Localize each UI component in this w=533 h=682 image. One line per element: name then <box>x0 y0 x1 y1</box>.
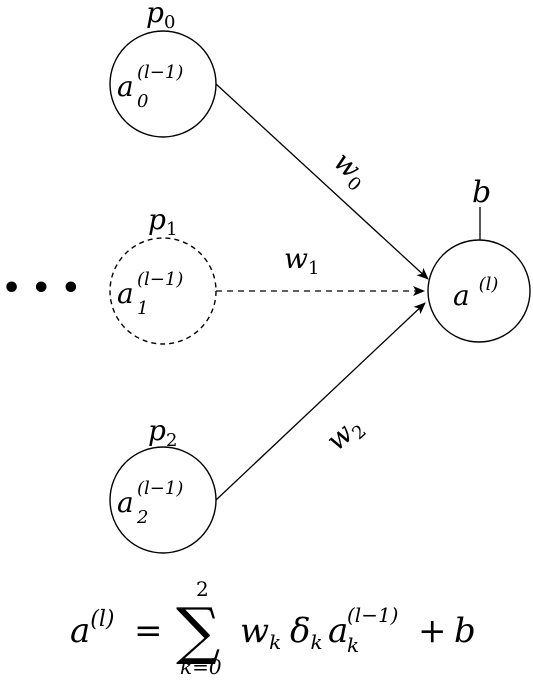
svg-text:a(l): a(l) <box>70 607 114 651</box>
prob-label-1: p1 <box>148 203 177 240</box>
prob-label-0: p0 <box>146 0 175 33</box>
input-node-0 <box>109 30 217 138</box>
output-node <box>427 239 531 343</box>
svg-text:w0: w0 <box>325 145 376 196</box>
input-node-2 <box>109 446 217 554</box>
bias-label: b <box>472 175 491 210</box>
svg-text:wk: wk <box>240 611 281 654</box>
svg-text:k=0: k=0 <box>180 655 222 679</box>
input-node-1 <box>109 237 217 345</box>
svg-text:(l−1): (l−1) <box>347 603 398 627</box>
activation-label-1: a 1 (l−1) <box>117 269 183 321</box>
weight-label-w1: w1 <box>284 242 319 279</box>
svg-text:b: b <box>454 611 476 651</box>
svg-text:2: 2 <box>196 577 209 601</box>
svg-text:a: a <box>328 611 348 651</box>
svg-text:=: = <box>134 611 163 651</box>
output-activation-label: a (l) <box>453 274 498 312</box>
weight-label-w0: w0 <box>325 145 376 196</box>
prob-label-2: p2 <box>148 414 177 451</box>
activation-label-2: a 2 (l−1) <box>117 478 183 530</box>
svg-text:k: k <box>347 633 359 657</box>
ellipsis: • • • <box>2 271 80 306</box>
edge-w2 <box>215 302 426 501</box>
edge-w0 <box>215 83 429 280</box>
weight-label-w2: w2 <box>320 409 371 460</box>
sum-symbol: ∑ <box>176 594 220 667</box>
svg-text:δk: δk <box>290 611 323 654</box>
svg-text:+: + <box>418 611 447 651</box>
formula: a(l) = ∑ 2 k=0 wk δk a k (l−1) + b <box>70 577 476 679</box>
svg-text:w2: w2 <box>320 409 371 460</box>
activation-label-0: a 0 (l−1) <box>117 62 183 114</box>
